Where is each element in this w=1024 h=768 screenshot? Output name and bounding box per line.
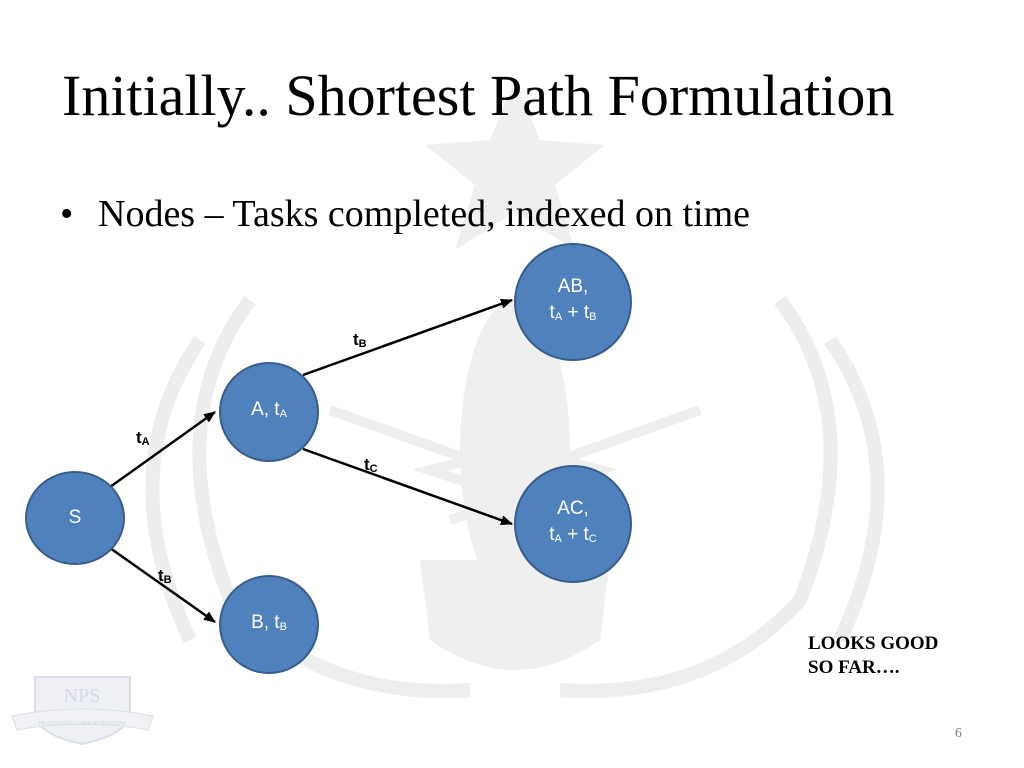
edge-label-s-a: tA: [136, 428, 150, 448]
node-ab-line1: AB,: [557, 276, 589, 297]
node-ac: AC, tA + tC: [514, 465, 632, 583]
node-ab-line2: tA + tB: [549, 302, 597, 323]
note-line-1: LOOKS GOOD: [808, 633, 939, 654]
edge-s-a: [109, 410, 216, 489]
node-ab: AB, tA + tB: [514, 243, 632, 361]
bullet-text: Nodes – Tasks completed, indexed on time: [98, 193, 751, 235]
note-line-2: SO FAR….: [808, 657, 900, 678]
nps-logo: NPS PRAESTANTIA PER SCIENTIAM: [11, 676, 154, 746]
node-ac-line1: AC,: [557, 498, 589, 519]
node-s-label: S: [68, 507, 82, 528]
edge-s-b: [109, 546, 216, 624]
edge-label-a-ab: tB: [353, 330, 367, 350]
edge-label-a-ac: tC: [364, 455, 378, 475]
page-number: 6: [955, 726, 962, 741]
page-title: Initially.. Shortest Path Formulation: [62, 63, 895, 128]
edge-a-ab: [302, 298, 513, 377]
svg-text:PRAESTANTIA PER SCIENTIAM: PRAESTANTIA PER SCIENTIAM: [39, 721, 127, 727]
node-a-label: A, tA: [251, 399, 287, 420]
bullet-item: • Nodes – Tasks completed, indexed on tim…: [60, 192, 750, 236]
node-s: S: [25, 471, 125, 565]
node-b-label: B, tB: [251, 611, 287, 633]
edge-label-s-b: tB: [158, 566, 172, 586]
node-a: A, tA: [219, 362, 319, 462]
edge-a-ac: [302, 447, 513, 526]
looks-good-note: LOOKS GOOD SO FAR….: [808, 632, 938, 680]
node-ac-line2: tA + tC: [549, 524, 597, 545]
svg-text:NPS: NPS: [64, 685, 101, 707]
node-b: B, tB: [219, 575, 319, 674]
bullet-dot-icon: •: [60, 193, 74, 235]
